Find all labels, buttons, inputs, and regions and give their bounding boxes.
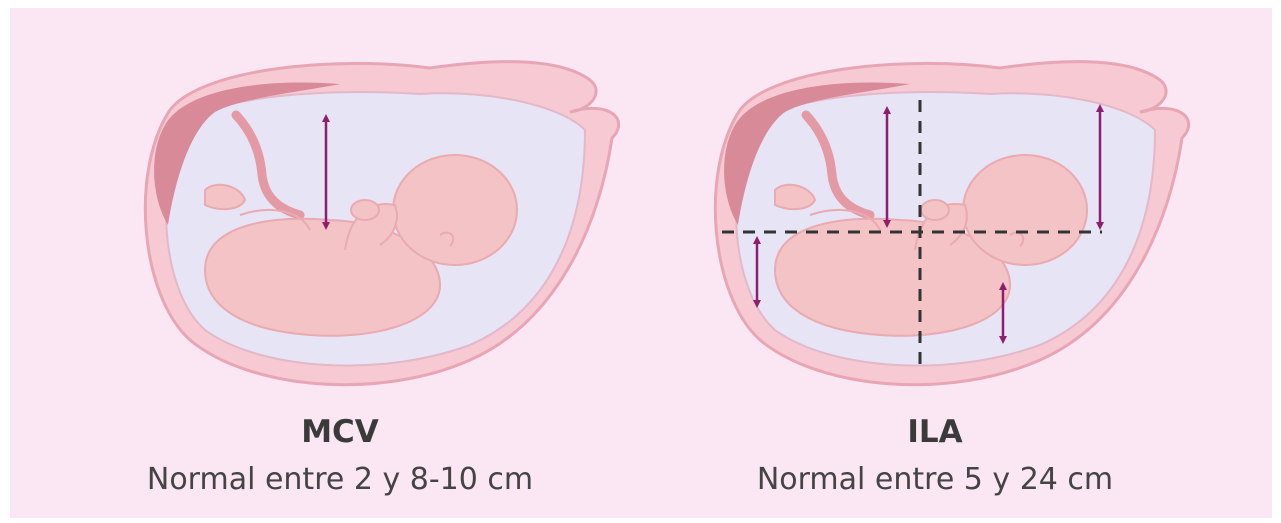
ila-title: ILA (680, 412, 1190, 452)
mcv-illustration (145, 62, 618, 385)
mcv-title: MCV (90, 412, 590, 452)
mcv-normal-range: Normal entre 2 y 8-10 cm (90, 460, 590, 500)
ila-normal-range: Normal entre 5 y 24 cm (680, 460, 1190, 500)
ila-illustration (715, 62, 1188, 385)
mcv-caption: MCV Normal entre 2 y 8-10 cm (90, 412, 590, 500)
ila-caption: ILA Normal entre 5 y 24 cm (680, 412, 1190, 500)
